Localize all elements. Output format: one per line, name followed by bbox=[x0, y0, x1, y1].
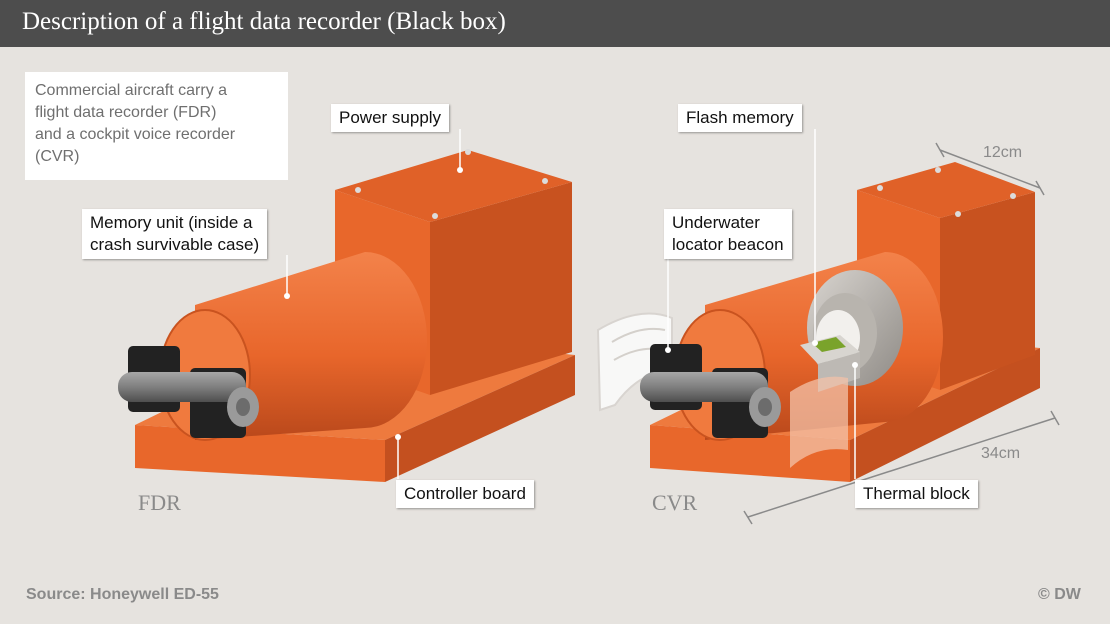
cvr-base-side bbox=[850, 348, 1040, 482]
memory-unit-line-1: Memory unit (inside a bbox=[90, 213, 253, 232]
leader-lines bbox=[286, 129, 856, 479]
controller-board-label: Controller board bbox=[396, 480, 534, 508]
intro-line-1: Commercial aircraft carry a bbox=[35, 82, 228, 99]
fdr-power-supply-top bbox=[335, 150, 572, 222]
length-dimension: 34cm bbox=[981, 445, 1021, 462]
cvr-shaft bbox=[640, 372, 768, 402]
fdr-power-supply-side bbox=[430, 182, 572, 395]
memory-unit-label: Memory unit (inside a crash survivable c… bbox=[82, 209, 268, 259]
cvr-label: CVR bbox=[652, 490, 698, 515]
intro-line-2: flight data recorder (FDR) bbox=[35, 104, 217, 121]
beacon-line-1: Underwater bbox=[672, 213, 760, 232]
fdr-device bbox=[118, 149, 575, 482]
fdr-controller-board-side bbox=[385, 355, 575, 482]
cvr-thermal-shell bbox=[790, 376, 848, 468]
beacon-label: Underwater locator beacon bbox=[664, 209, 792, 259]
leader-dots bbox=[284, 167, 858, 440]
thermal-block-label: Thermal block bbox=[855, 480, 978, 508]
intro-note: Commercial aircraft carry a flight data … bbox=[25, 72, 288, 180]
beacon-line-2: locator beacon bbox=[672, 235, 784, 254]
intro-line-4: (CVR) bbox=[35, 148, 80, 165]
title-bar bbox=[0, 0, 1110, 47]
page-title: Description of a flight data recorder (B… bbox=[22, 8, 506, 35]
cvr-power-box-side bbox=[940, 192, 1035, 390]
source-note: Source: Honeywell ED-55 bbox=[26, 586, 219, 603]
dimension-lines bbox=[743, 142, 1060, 525]
width-dimension: 12cm bbox=[983, 144, 1023, 161]
copyright: © DW bbox=[1038, 586, 1081, 603]
intro-line-3: and a cockpit voice recorder bbox=[35, 126, 236, 143]
cvr-device bbox=[596, 162, 1040, 482]
memory-unit-line-2: crash survivable case) bbox=[90, 235, 260, 254]
cvr-power-box-top bbox=[857, 162, 1035, 218]
flash-memory-label: Flash memory bbox=[678, 104, 802, 132]
fdr-label: FDR bbox=[138, 490, 181, 515]
power-supply-label: Power supply bbox=[331, 104, 450, 132]
fdr-shaft bbox=[118, 372, 246, 402]
